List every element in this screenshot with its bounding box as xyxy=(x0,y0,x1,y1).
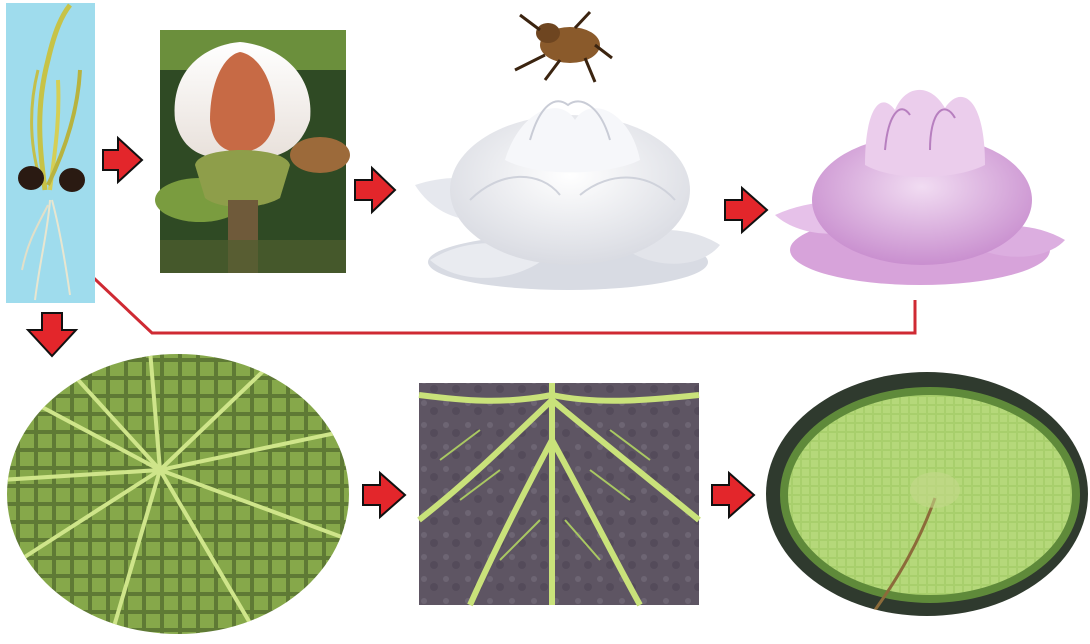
arrow-right-5 xyxy=(712,473,754,517)
arrow-right-3 xyxy=(725,188,767,232)
seedling-image xyxy=(6,3,95,303)
arrow-right-2 xyxy=(355,168,395,212)
leaf-detail-image xyxy=(419,383,699,605)
leaf-top-image xyxy=(766,372,1088,616)
arrow-down xyxy=(28,313,76,356)
pink-flower-image xyxy=(775,90,1065,285)
beetle-image xyxy=(515,12,612,82)
white-flower-image xyxy=(415,101,720,290)
flower-bud-image xyxy=(155,30,350,273)
arrow-right-1 xyxy=(103,138,142,182)
arrow-right-4 xyxy=(363,473,405,517)
leaf-underside-image xyxy=(0,350,350,640)
